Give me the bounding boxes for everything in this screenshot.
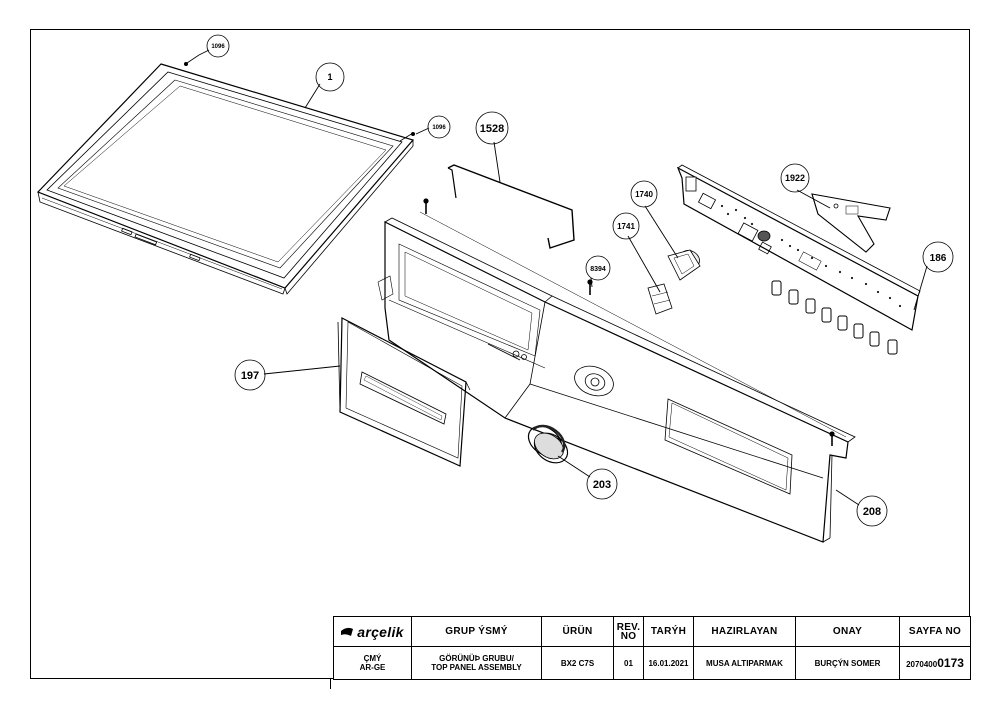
header-approval: ONAY [795, 616, 900, 647]
svg-text:8394: 8394 [590, 266, 606, 273]
knob-part [527, 424, 569, 464]
header-page-no: SAYFA NO [899, 616, 971, 647]
brand-logo: arçelik [333, 616, 412, 647]
svg-text:1: 1 [327, 72, 332, 82]
leader-lines [198, 49, 928, 506]
wire-spring-part [447, 164, 575, 249]
svg-text:1740: 1740 [635, 190, 653, 199]
header-date: TARÝH [643, 616, 694, 647]
header-product: ÜRÜN [541, 616, 614, 647]
svg-text:203: 203 [593, 479, 611, 491]
svg-text:197: 197 [241, 370, 259, 382]
product-value: BX2 C7S [541, 646, 614, 680]
header-group-name: GRUP ÝSMÝ [411, 616, 542, 647]
callout-part-1528: 1528 [475, 111, 509, 145]
prepared-by-value: MUSA ALTIPARMAK [693, 646, 796, 680]
approval-value: BURÇÝN SOMER [795, 646, 900, 680]
svg-text:1096: 1096 [432, 125, 446, 131]
svg-text:1528: 1528 [480, 123, 504, 135]
callout-part-1922: 1922 [780, 163, 810, 193]
bracket-part [811, 193, 891, 253]
group-name-value: GÖRÜNÜÞ GRUBU/TOP PANEL ASSEMBLY [411, 646, 542, 680]
page-no-value: 20704000173 [899, 646, 971, 680]
screw-part [183, 54, 415, 142]
control-panel-part [377, 211, 856, 543]
svg-text:186: 186 [930, 253, 947, 264]
callout-part-1741: 1741 [612, 212, 640, 240]
revision-value: 01 [613, 646, 644, 680]
svg-text:208: 208 [863, 506, 881, 518]
callout-part-1096-top: 1096 [206, 34, 230, 58]
callout-part-197: 197 [234, 359, 266, 391]
callout-part-1096-right: 1096 [427, 115, 451, 139]
date-value: 16.01.2021 [643, 646, 694, 680]
push-button-part [647, 249, 701, 315]
header-prepared-by: HAZIRLAYAN [693, 616, 796, 647]
frame-tick [330, 679, 331, 689]
title-block-header-row: arçelik GRUP ÝSMÝ ÜRÜN REV.NO TARÝH HAZI… [333, 616, 971, 647]
svg-text:1096: 1096 [211, 44, 225, 50]
brand-mark-icon [341, 627, 354, 636]
callout-part-8394: 8394 [585, 255, 611, 281]
header-revision: REV.NO [613, 616, 644, 647]
callout-part-208: 208 [856, 495, 888, 527]
callout-part-203: 203 [586, 468, 618, 500]
svg-text:1922: 1922 [785, 173, 805, 183]
title-block: arçelik GRUP ÝSMÝ ÜRÜN REV.NO TARÝH HAZI… [333, 616, 971, 680]
svg-text:1741: 1741 [617, 222, 635, 231]
brand-name: arçelik [357, 623, 404, 640]
pcb-part [676, 164, 921, 355]
callout-part-1: 1 [315, 62, 345, 92]
top-lid-part [36, 63, 415, 295]
callout-part-1740: 1740 [630, 180, 658, 208]
callout-part-186: 186 [922, 241, 954, 273]
drawer-handle-part [337, 317, 471, 467]
